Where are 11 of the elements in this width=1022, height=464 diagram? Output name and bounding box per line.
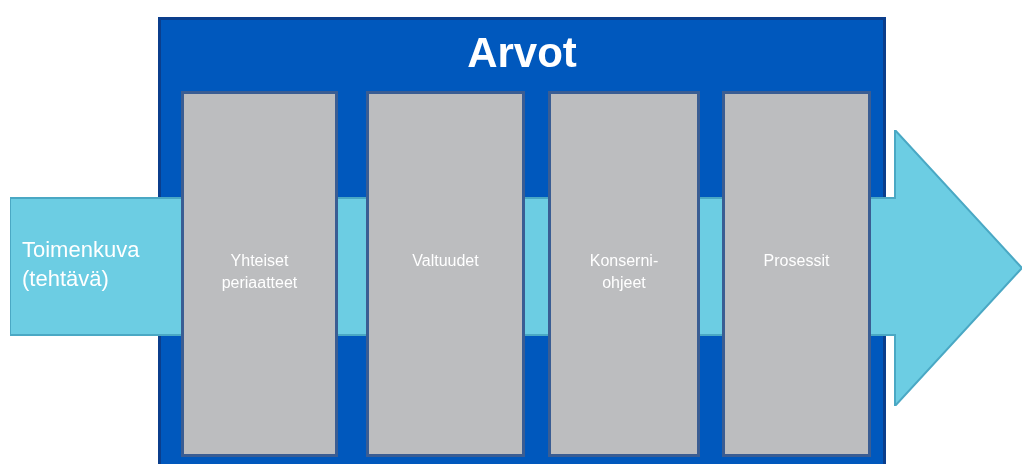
frame-title: Arvot	[466, 28, 578, 78]
category-column	[366, 91, 525, 457]
column-label: Konserni-ohjeet	[588, 251, 660, 294]
values-frame	[158, 17, 886, 464]
band-label: Toimenkuva (tehtävä)	[22, 236, 141, 293]
category-column	[722, 91, 871, 457]
category-column	[181, 91, 338, 457]
column-label: Valtuudet	[411, 251, 480, 271]
column-label: Yhteiset periaatteet	[220, 251, 299, 294]
category-column	[548, 91, 700, 457]
column-label: Prosessit	[762, 251, 831, 271]
